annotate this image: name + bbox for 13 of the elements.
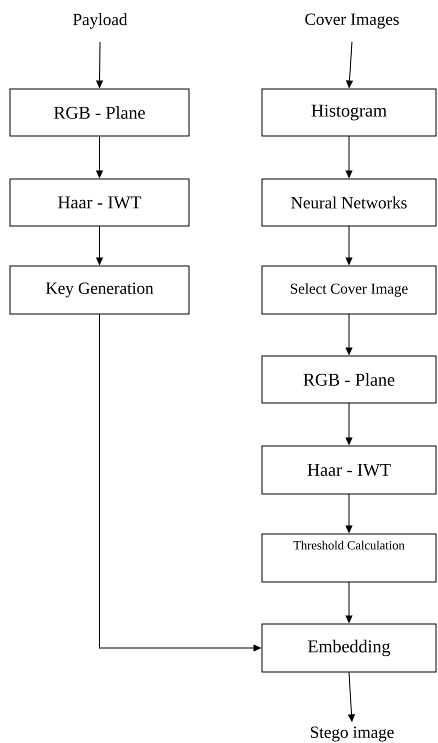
process-box: RGB - Plane: [10, 88, 190, 136]
process-box: Key Generation: [10, 266, 190, 314]
text-label: Payload: [73, 13, 128, 29]
process-box: RGB - Plane: [262, 356, 436, 404]
process-box: Threshold Calculation: [262, 534, 436, 582]
text-label: Cover Images: [305, 14, 399, 28]
process-box: Embedding: [262, 624, 436, 672]
process-box: Select Cover Image: [262, 266, 436, 314]
process-box: Haar - IWT: [10, 178, 190, 226]
process-box: Histogram: [262, 88, 436, 136]
process-box: Neural Networks: [262, 178, 436, 226]
text-label: Stego image: [310, 726, 394, 742]
process-box: Haar - IWT: [262, 446, 436, 494]
